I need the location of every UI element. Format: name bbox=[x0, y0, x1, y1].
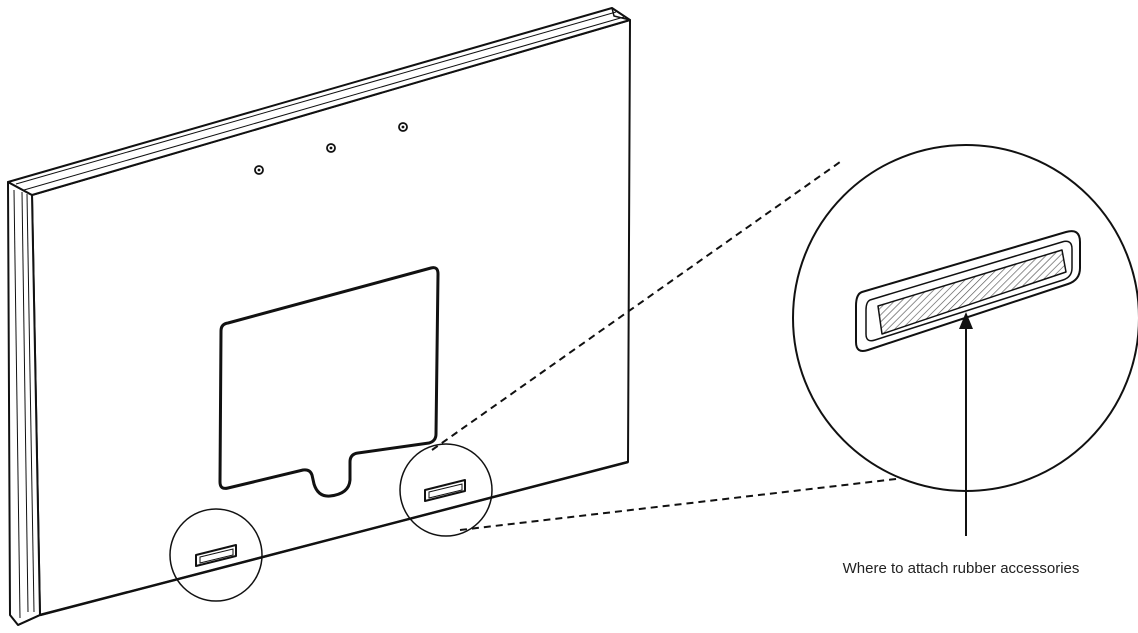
rubber-pad-hatched bbox=[877, 249, 1067, 335]
magnified-rubber-slot bbox=[855, 230, 1081, 352]
arrow-head-icon bbox=[959, 312, 973, 329]
screw-hole-icon bbox=[398, 122, 408, 132]
screw-hole-icon bbox=[326, 143, 336, 153]
rear-cover-plate bbox=[218, 266, 440, 498]
rubber-slot-left bbox=[195, 544, 237, 567]
rubber-slot-right bbox=[424, 479, 466, 502]
highlight-circle-left bbox=[169, 508, 263, 602]
callout-arrow bbox=[959, 312, 973, 536]
highlight-circle-right bbox=[399, 443, 493, 537]
screw-hole-icon bbox=[254, 165, 264, 175]
callout-label: Where to attach rubber accessories bbox=[843, 560, 1080, 577]
screw-holes bbox=[254, 122, 408, 175]
